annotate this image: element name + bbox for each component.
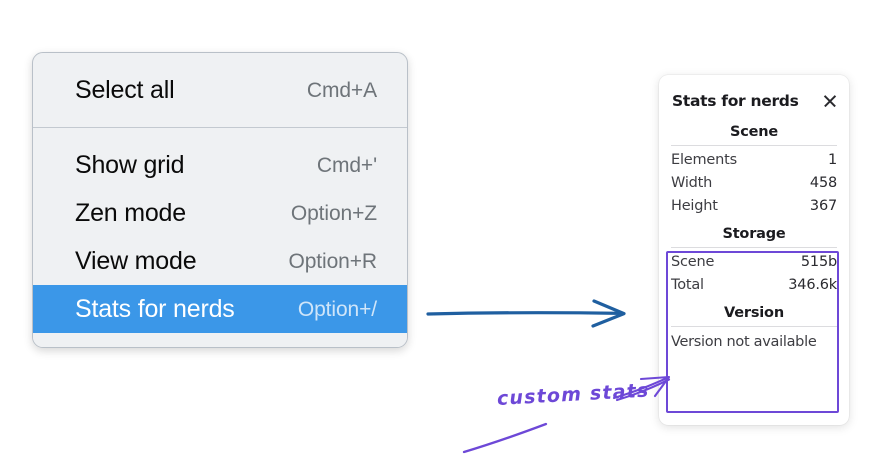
stat-row-height: Height 367	[671, 194, 837, 217]
menu-item-view-mode[interactable]: View mode Option+R	[33, 237, 407, 285]
stat-row-elements: Elements 1	[671, 148, 837, 171]
context-menu[interactable]: Select all Cmd+A Show grid Cmd+' Zen mod…	[32, 52, 408, 348]
section-title: Version	[724, 305, 784, 321]
menu-group-view: Show grid Cmd+' Zen mode Option+Z View m…	[33, 127, 407, 347]
menu-item-shortcut: Option+Z	[290, 201, 377, 225]
stat-value: 1	[827, 151, 837, 168]
stat-key: Scene	[671, 253, 715, 270]
menu-item-shortcut: Option+/	[297, 297, 377, 321]
panel-body: Scene Elements 1 Width 458 Height 367 St…	[659, 115, 849, 353]
stat-value: 346.6k	[788, 276, 837, 293]
section-scene: Scene Elements 1 Width 458 Height 367	[671, 115, 837, 217]
menu-item-select-all[interactable]: Select all Cmd+A	[33, 66, 407, 114]
menu-item-stats-for-nerds[interactable]: Stats for nerds Option+/	[33, 285, 407, 333]
stat-value: 458	[809, 174, 837, 191]
stat-key: Total	[671, 276, 704, 293]
menu-item-label: View mode	[75, 246, 197, 275]
stat-value: 515b	[800, 253, 837, 270]
stat-row-scene-storage: Scene 515b	[671, 250, 837, 273]
close-icon[interactable]	[822, 93, 838, 109]
section-title: Scene	[729, 124, 779, 140]
menu-item-shortcut: Option+R	[288, 249, 377, 273]
stats-for-nerds-panel[interactable]: Stats for nerds Scene Elements 1 Width 4…	[659, 75, 849, 425]
menu-group-edit: Select all Cmd+A	[33, 53, 407, 127]
section-version: Version Version not available	[671, 296, 837, 353]
purple-underline-stroke	[462, 422, 548, 454]
blue-arrow-icon	[426, 299, 626, 328]
section-divider	[671, 247, 837, 248]
stat-key: Width	[671, 174, 713, 191]
menu-item-label: Select all	[75, 75, 175, 104]
stat-key: Elements	[671, 151, 737, 168]
section-storage: Storage Scene 515b Total 346.6k	[671, 217, 837, 296]
menu-item-shortcut: Cmd+'	[316, 153, 377, 177]
stat-row-width: Width 458	[671, 171, 837, 194]
menu-item-label: Stats for nerds	[75, 294, 235, 323]
menu-item-shortcut: Cmd+A	[306, 78, 377, 102]
section-divider	[671, 326, 837, 327]
section-divider	[671, 145, 837, 146]
page-title: Stats for nerds	[672, 92, 799, 110]
stat-value: 367	[809, 197, 837, 214]
stat-row-total-storage: Total 346.6k	[671, 273, 837, 296]
menu-item-label: Show grid	[75, 150, 185, 179]
version-value: Version not available	[671, 334, 817, 350]
annotation-note-custom-stats: custom stats	[496, 379, 651, 410]
stat-key: Height	[671, 197, 718, 214]
menu-item-label: Zen mode	[75, 198, 186, 227]
panel-header: Stats for nerds	[659, 87, 849, 115]
section-title: Storage	[722, 226, 786, 242]
menu-item-zen-mode[interactable]: Zen mode Option+Z	[33, 189, 407, 237]
menu-bottom-padding	[33, 333, 407, 347]
menu-item-show-grid[interactable]: Show grid Cmd+'	[33, 141, 407, 189]
